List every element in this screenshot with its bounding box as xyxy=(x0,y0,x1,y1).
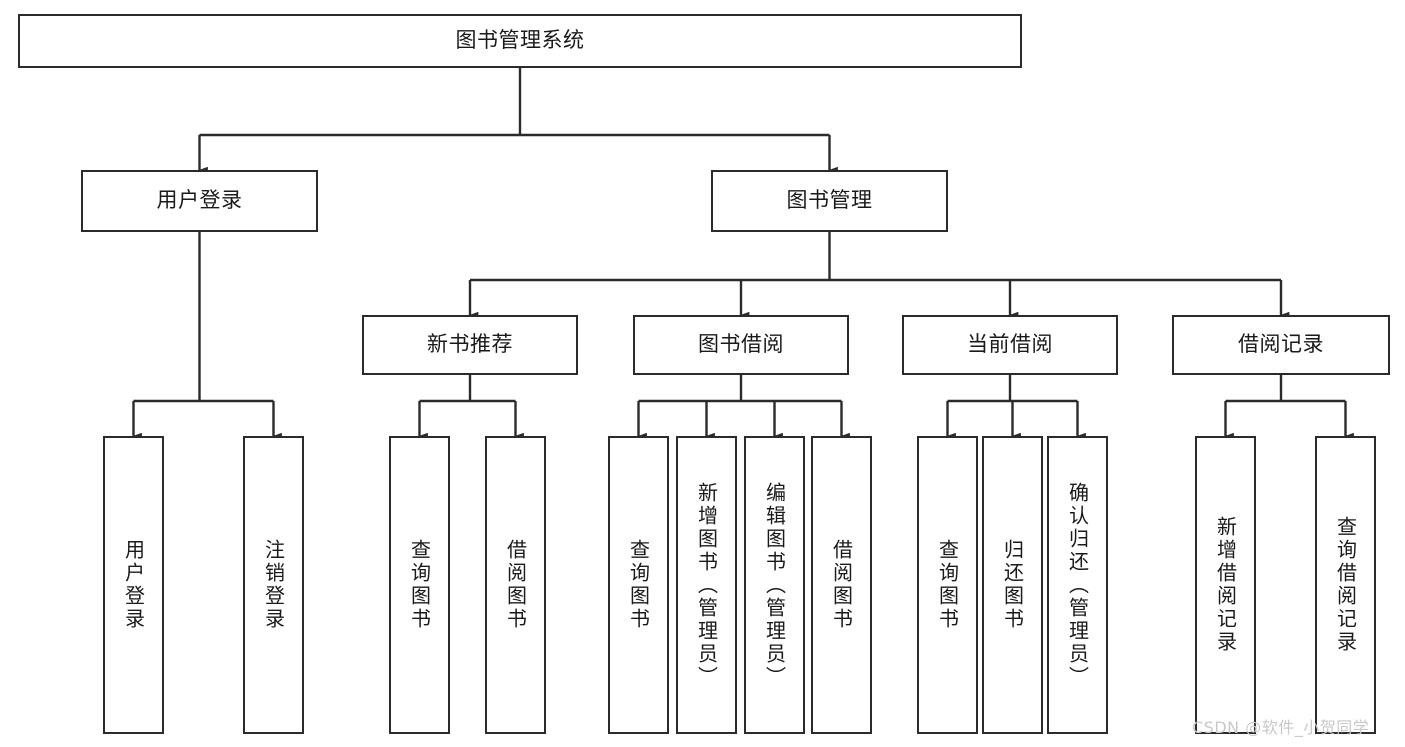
node-l3_3[interactable]: 借阅图书 xyxy=(485,436,546,734)
node-l3_8[interactable]: 查询图书 xyxy=(917,436,978,734)
node-l1_0[interactable]: 用户登录 xyxy=(81,170,318,232)
node-label: 查询借阅记录 xyxy=(1333,516,1358,654)
node-label: 新增图书（管理员） xyxy=(694,481,719,689)
node-label: 新书推荐 xyxy=(427,332,513,357)
node-l3_12[interactable]: 查询借阅记录 xyxy=(1315,436,1376,734)
node-label: 确认归还（管理员） xyxy=(1065,481,1090,689)
node-l2_0[interactable]: 新书推荐 xyxy=(362,315,578,375)
node-l3_5[interactable]: 新增图书（管理员） xyxy=(676,436,737,734)
node-label: 用户登录 xyxy=(121,539,146,631)
node-l3_0[interactable]: 用户登录 xyxy=(103,436,164,734)
node-label: 查询图书 xyxy=(935,539,960,631)
edge-group xyxy=(132,68,1354,440)
node-label: 编辑图书（管理员） xyxy=(762,481,787,689)
node-label: 查询图书 xyxy=(626,539,651,631)
node-l3_10[interactable]: 确认归还（管理员） xyxy=(1047,436,1108,734)
node-label: 图书借阅 xyxy=(698,332,784,357)
node-label: 借阅记录 xyxy=(1238,332,1324,357)
node-l3_1[interactable]: 注销登录 xyxy=(243,436,304,734)
node-root[interactable]: 图书管理系统 xyxy=(18,14,1022,68)
node-label: 归还图书 xyxy=(1000,539,1025,631)
node-l1_1[interactable]: 图书管理 xyxy=(711,170,948,232)
node-l2_2[interactable]: 当前借阅 xyxy=(902,315,1118,375)
node-label: 查询图书 xyxy=(407,539,432,631)
node-l2_1[interactable]: 图书借阅 xyxy=(633,315,849,375)
node-label: 图书管理系统 xyxy=(455,28,585,53)
node-label: 借阅图书 xyxy=(829,539,854,631)
node-l3_7[interactable]: 借阅图书 xyxy=(811,436,872,734)
node-l2_3[interactable]: 借阅记录 xyxy=(1172,315,1390,375)
node-l3_2[interactable]: 查询图书 xyxy=(389,436,450,734)
node-label: 用户登录 xyxy=(156,188,243,213)
node-label: 借阅图书 xyxy=(503,539,528,631)
node-l3_11[interactable]: 新增借阅记录 xyxy=(1195,436,1256,734)
node-label: 图书管理 xyxy=(786,188,873,213)
node-label: 注销登录 xyxy=(261,539,286,631)
node-l3_6[interactable]: 编辑图书（管理员） xyxy=(744,436,805,734)
node-label: 新增借阅记录 xyxy=(1213,516,1238,654)
csdn-watermark: CSDN @软件_小贺同学 xyxy=(1192,718,1370,737)
node-l3_9[interactable]: 归还图书 xyxy=(982,436,1043,734)
node-label: 当前借阅 xyxy=(967,332,1053,357)
node-l3_4[interactable]: 查询图书 xyxy=(608,436,669,734)
